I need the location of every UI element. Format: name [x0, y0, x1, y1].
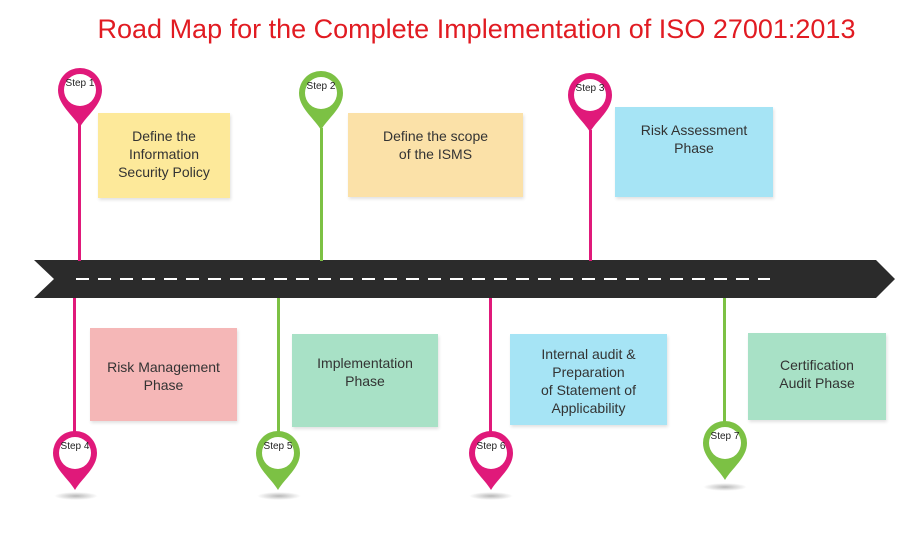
step-6-pin-icon: Step 6 [466, 428, 516, 492]
step-7-pin-icon: Step 7 [700, 418, 750, 482]
step-1-box: Define the Information Security Policy [98, 113, 230, 198]
step-3-box: Risk Assessment Phase [615, 107, 773, 197]
step-3-text: Risk Assessment Phase [640, 122, 748, 156]
step-1-pin-icon: Step 1 [55, 65, 105, 129]
step-4-pin-icon: Step 4 [50, 428, 100, 492]
step-7-box: Certification Audit Phase [748, 333, 886, 420]
step-5-pin-icon: Step 5 [253, 428, 303, 492]
step-2-pin-icon: Step 2 [296, 68, 346, 132]
step-4-box: Risk Management Phase [90, 328, 237, 421]
step-4-label: Step 4 [60, 441, 90, 452]
step-6-box: Internal audit & Preparation of Statemen… [510, 334, 667, 425]
step-4-text: Risk Management Phase [107, 359, 220, 393]
step-7-stem [723, 298, 726, 431]
step-5-shadow [257, 492, 301, 500]
step-1-text: Define the Information Security Policy [118, 128, 210, 180]
step-2-text: Define the scope of the ISMS [382, 128, 489, 162]
step-7-label: Step 7 [710, 431, 740, 442]
step-3-label: Step 3 [575, 83, 605, 94]
step-6-label: Step 6 [476, 441, 506, 452]
step-4-shadow [54, 492, 98, 500]
step-1-stem [78, 120, 81, 261]
step-5-text: Implementation Phase [317, 355, 413, 389]
step-4-stem [73, 298, 76, 440]
step-6-stem [489, 298, 492, 440]
step-2-stem [320, 128, 323, 261]
step-3-stem [589, 130, 592, 261]
step-3-pin-icon: Step 3 [565, 70, 615, 134]
step-5-stem [277, 298, 280, 440]
step-2-box: Define the scope of the ISMS [348, 113, 523, 197]
step-1-label: Step 1 [65, 78, 95, 89]
step-7-shadow [703, 483, 747, 491]
diagram-title: Road Map for the Complete Implementation… [97, 14, 856, 44]
step-5-label: Step 5 [263, 441, 293, 452]
step-6-text: Internal audit & Preparation of Statemen… [541, 346, 636, 416]
step-6-shadow [469, 492, 513, 500]
step-2-label: Step 2 [306, 81, 336, 92]
step-7-text: Certification Audit Phase [779, 357, 855, 391]
step-5-box: Implementation Phase [292, 334, 438, 427]
